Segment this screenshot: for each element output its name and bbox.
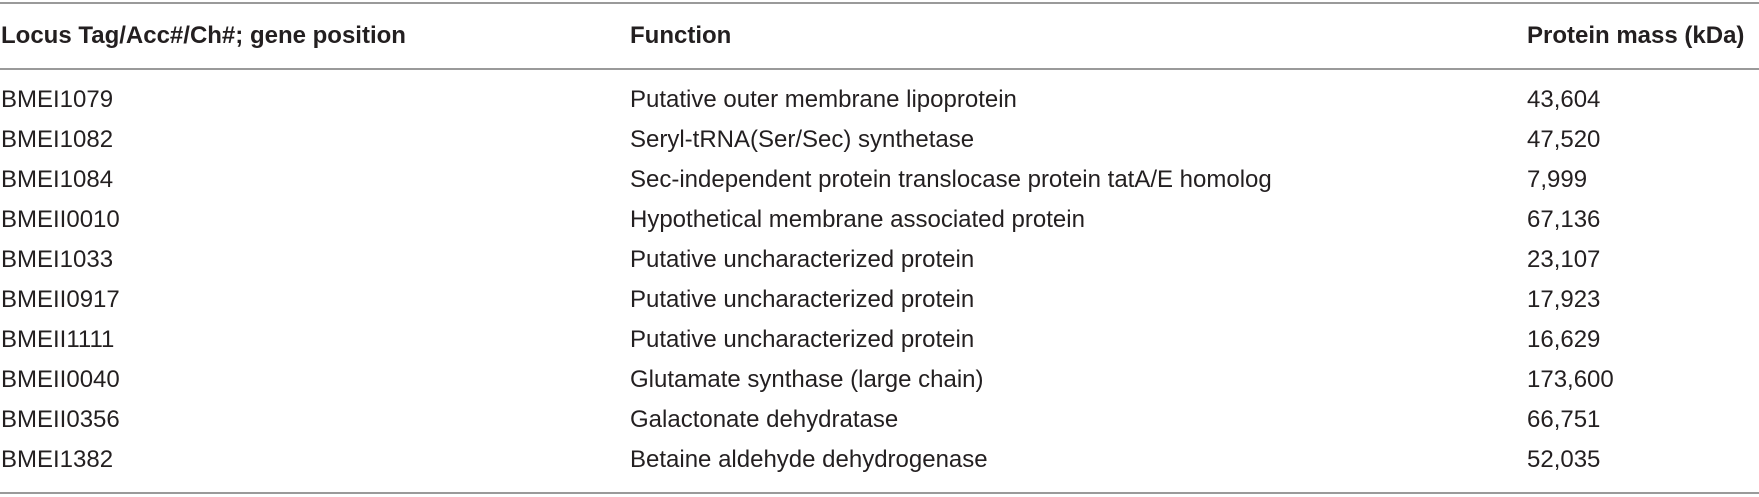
table-row: BMEI1382 Betaine aldehyde dehydrogenase … [0, 440, 1759, 480]
column-header-protein-mass: Protein mass (kDa) [1527, 22, 1745, 49]
function-cell: Glutamate synthase (large chain) [630, 366, 984, 393]
mass-cell: 47,520 [1527, 126, 1601, 153]
table-row: BMEII0917 Putative uncharacterized prote… [0, 280, 1759, 320]
function-cell: Hypothetical membrane associated protein [630, 206, 1085, 233]
function-cell: Seryl-tRNA(Ser/Sec) synthetase [630, 126, 975, 153]
mass-cell: 23,107 [1527, 246, 1601, 273]
mass-cell: 52,035 [1527, 446, 1601, 473]
table-row: BMEII0010 Hypothetical membrane associat… [0, 200, 1759, 240]
locus-cell: BMEI1079 [1, 86, 114, 113]
mass-cell: 66,751 [1527, 406, 1601, 433]
locus-cell: BMEI1033 [1, 246, 114, 273]
locus-cell: BMEI1382 [1, 446, 114, 473]
column-header-function: Function [630, 22, 732, 49]
locus-cell: BMEII0010 [1, 206, 120, 233]
table-row: BMEI1084 Sec-independent protein translo… [0, 160, 1759, 200]
mass-cell: 17,923 [1527, 286, 1601, 313]
locus-cell: BMEII1111 [1, 326, 115, 353]
table-header-row: Locus Tag/Acc#/Ch#; gene position Functi… [0, 4, 1759, 68]
function-cell: Putative outer membrane lipoprotein [630, 86, 1017, 113]
function-cell: Sec-independent protein translocase prot… [630, 166, 1272, 193]
locus-cell: BMEII0040 [1, 366, 120, 393]
locus-cell: BMEII0356 [1, 406, 120, 433]
function-cell: Betaine aldehyde dehydrogenase [630, 446, 988, 473]
function-cell: Putative uncharacterized protein [630, 286, 975, 313]
table-row: BMEI1033 Putative uncharacterized protei… [0, 240, 1759, 280]
locus-cell: BMEI1084 [1, 166, 114, 193]
mass-cell: 7,999 [1527, 166, 1588, 193]
table-body: BMEI1079 Putative outer membrane lipopro… [0, 80, 1759, 480]
mass-cell: 16,629 [1527, 326, 1601, 353]
function-cell: Galactonate dehydratase [630, 406, 899, 433]
table-row: BMEII0356 Galactonate dehydratase 66,751 [0, 400, 1759, 440]
table-top-rule [0, 2, 1759, 4]
table-bottom-rule [0, 492, 1759, 494]
mass-cell: 173,600 [1527, 366, 1614, 393]
function-cell: Putative uncharacterized protein [630, 326, 975, 353]
table-row: BMEI1082 Seryl-tRNA(Ser/Sec) synthetase … [0, 120, 1759, 160]
locus-cell: BMEII0917 [1, 286, 120, 313]
column-header-locus: Locus Tag/Acc#/Ch#; gene position [1, 22, 406, 49]
table-row: BMEII0040 Glutamate synthase (large chai… [0, 360, 1759, 400]
table-header-rule [0, 68, 1759, 70]
locus-cell: BMEI1082 [1, 126, 114, 153]
mass-cell: 67,136 [1527, 206, 1601, 233]
table-row: BMEI1079 Putative outer membrane lipopro… [0, 80, 1759, 120]
table-row: BMEII1111 Putative uncharacterized prote… [0, 320, 1759, 360]
mass-cell: 43,604 [1527, 86, 1601, 113]
function-cell: Putative uncharacterized protein [630, 246, 975, 273]
